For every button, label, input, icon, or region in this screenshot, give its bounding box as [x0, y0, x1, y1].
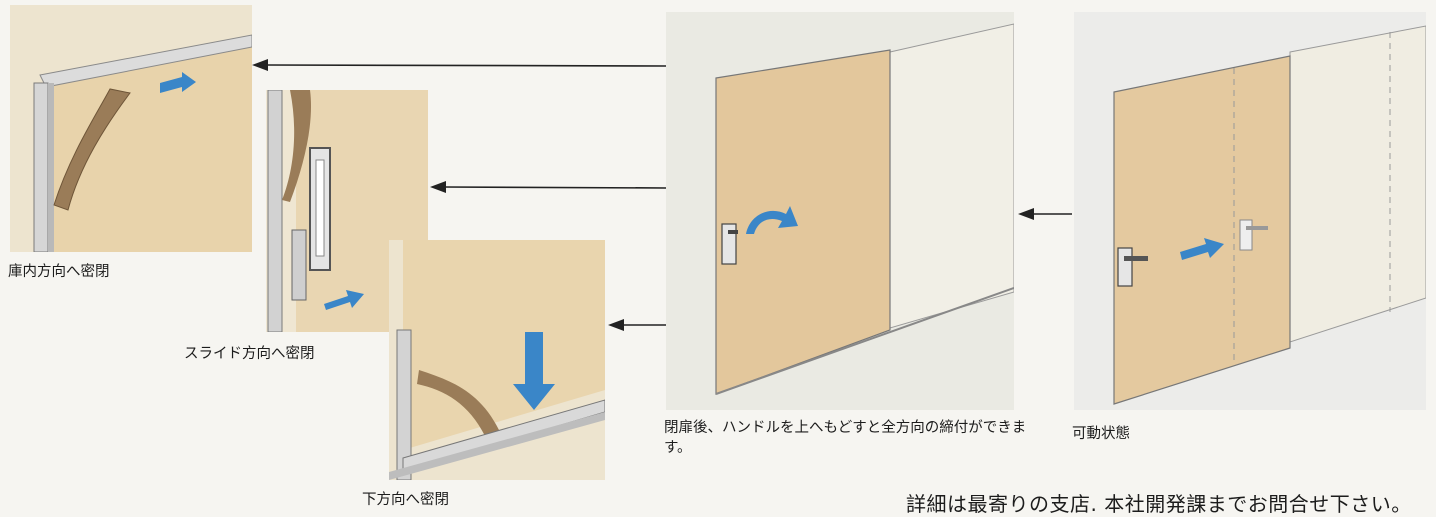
- arrow-left-icon: [608, 319, 666, 331]
- detail-downward-seal-illustration: [389, 240, 605, 480]
- closed-door-illustration: [666, 12, 1014, 410]
- detail-inward-seal-illustration: [10, 5, 252, 252]
- caption-closed-handle: 閉扉後、ハンドルを上へもどすと全方向の締付ができます。: [664, 420, 1027, 456]
- blue-direction-arrow-icon: [1180, 238, 1224, 260]
- arrow-left-icon: [430, 181, 667, 193]
- caption-seal-inward: 庫内方向へ密閉: [8, 264, 110, 280]
- arrow-left-icon: [252, 59, 667, 71]
- caption-seal-down: 下方向へ密閉: [362, 492, 449, 508]
- arrow-left-icon: [1018, 208, 1072, 220]
- rotate-arrow-icon: [746, 206, 798, 234]
- detail-slide-seal-illustration: [266, 90, 428, 332]
- blue-direction-arrow-icon: [324, 290, 364, 310]
- blue-direction-arrow-icon: [160, 72, 196, 93]
- movable-state-illustration: [1074, 12, 1426, 410]
- blue-direction-arrow-icon: [513, 332, 555, 410]
- caption-seal-slide: スライド方向へ密閉: [184, 346, 315, 362]
- contact-note: 詳細は最寄りの支店. 本社開発課までお問合せ下さい。: [906, 492, 1412, 516]
- caption-movable-state: 可動状態: [1072, 426, 1130, 442]
